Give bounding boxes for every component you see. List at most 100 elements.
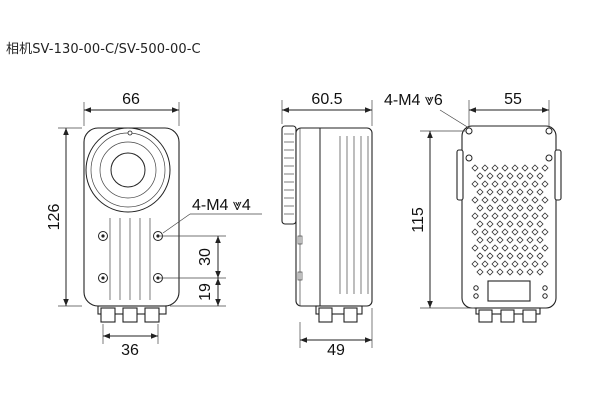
front-hole-label: 4-M4 ⩔4 [192,197,251,214]
front-hole-spacing-label: 30 [197,248,214,266]
vent-hole [526,236,534,244]
vent-hole [476,204,484,212]
vent-hole [511,260,519,268]
vent-hole [526,220,534,228]
vent-hole [501,196,509,204]
front-hole-offset-label: 19 [197,283,214,301]
vent-hole [531,260,539,268]
vent-hole [481,180,489,188]
vent-hole [531,244,539,252]
vent-hole [471,164,479,172]
vent-hole [531,228,539,236]
vent-hole [521,180,529,188]
vent-hole [471,228,479,236]
vent-hole [521,164,529,172]
vent-hole [541,244,549,252]
vent-hole [481,212,489,220]
vent-hole [536,188,544,196]
vent-hole [506,236,514,244]
vent-hole [471,196,479,204]
vent-hole [521,260,529,268]
vent-hole [501,164,509,172]
vent-hole [476,268,484,276]
vent-hole [521,212,529,220]
vent-hole [476,188,484,196]
vent-hole [476,252,484,260]
vent-hole [511,244,519,252]
vent-hole [526,188,534,196]
vent-hole [476,220,484,228]
vent-hole [536,172,544,180]
vent-hole [531,164,539,172]
lens-glass [110,152,146,188]
vent-hole [486,236,494,244]
vent-hole [506,172,514,180]
vent-hole [506,252,514,260]
vent-hole [536,236,544,244]
vent-hole [516,204,524,212]
vent-hole [501,228,509,236]
vent-hole [496,188,504,196]
back-dimensions: 55 4-M4 ⩔6 115 [384,91,550,309]
connector [343,307,358,323]
back-view [456,125,562,323]
vent-hole [536,268,544,276]
vent-hole [496,220,504,228]
vent-hole [521,244,529,252]
vent-hole [526,268,534,276]
vent-hole [516,220,524,228]
back-mount-hole [545,154,553,162]
vent-hole [506,204,514,212]
vent-hole [536,220,544,228]
connector [122,307,138,323]
connector [522,309,537,323]
vent-hole [481,244,489,252]
vent-hole [541,212,549,220]
front-bottom-width-label: 36 [121,342,139,359]
back-hole-label: 4-M4 ⩔6 [384,92,443,109]
vent-hole [506,220,514,228]
vent-hole [486,252,494,260]
connector [144,307,160,323]
vent-hole [511,196,519,204]
vent-hole [516,252,524,260]
vent-hole [476,236,484,244]
vent-hole [526,172,534,180]
connector [500,309,515,323]
vent-hole [491,228,499,236]
vent-hole [471,180,479,188]
side-bottom-depth-label: 49 [327,342,345,359]
vent-hole [486,220,494,228]
side-depth-label: 60.5 [311,91,342,108]
front-mount-hole [98,231,108,241]
vent-hole [481,196,489,204]
drawing-title: 相机SV-130-00-C/SV-500-00-C [6,42,201,57]
vent-hole [481,228,489,236]
back-width-label: 55 [504,91,522,108]
vent-hole [486,204,494,212]
vent-hole [511,212,519,220]
vent-hole [531,180,539,188]
vent-hole [496,204,504,212]
vent-hole [531,212,539,220]
front-width-label: 66 [122,91,140,108]
vent-hole [491,196,499,204]
vent-hole [541,260,549,268]
vent-hole [476,172,484,180]
front-mount-hole [98,273,108,283]
vent-hole [496,236,504,244]
vent-hole [486,172,494,180]
vent-hole [516,268,524,276]
vent-hole [496,172,504,180]
connector [318,307,333,323]
vent-hole [511,164,519,172]
vent-hole [496,268,504,276]
vent-hole [496,252,504,260]
front-view [83,127,180,323]
vent-hole [491,244,499,252]
vent-hole [511,228,519,236]
back-height-label: 115 [410,207,427,233]
vent-hole [516,172,524,180]
connector [100,307,116,323]
